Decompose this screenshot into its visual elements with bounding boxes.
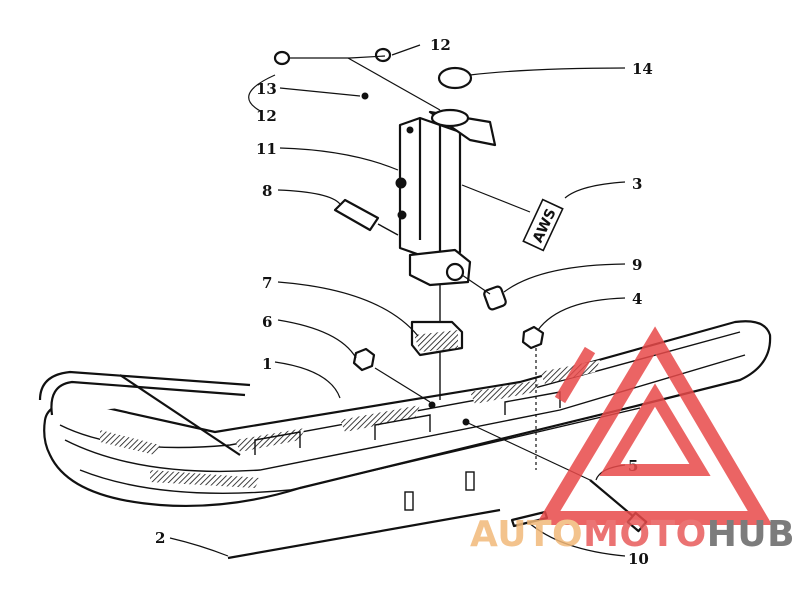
bushing-9 <box>483 285 507 311</box>
leader-3 <box>564 181 626 199</box>
leader-12b <box>248 74 276 113</box>
callout-12-top: 12 <box>430 36 451 54</box>
pivot-pin-axis <box>377 223 399 236</box>
knuckle-bore <box>445 262 465 282</box>
aws-decal: AWS <box>522 198 564 252</box>
triangle-outer <box>535 326 773 525</box>
ski <box>38 320 772 511</box>
wear-bar <box>227 508 501 560</box>
leader-7 <box>277 281 419 337</box>
spindle-housing <box>395 108 497 400</box>
callout-10: 10 <box>628 550 649 568</box>
leader-12-top <box>290 55 386 59</box>
callout-13: 13 <box>256 80 277 98</box>
ski-hatch-3 <box>470 380 540 404</box>
leader-2 <box>169 537 229 557</box>
watermark-auto: AUTO <box>470 514 583 555</box>
leader-11 <box>279 147 399 171</box>
ski-hatch-2 <box>340 405 420 432</box>
leader-3-housing <box>461 184 531 213</box>
housing-hole-low <box>397 210 407 220</box>
watermark-logo: AUTOMOTOHUB <box>470 326 795 555</box>
housing-body <box>398 116 462 264</box>
callout-7: 7 <box>262 274 272 292</box>
housing-hole-top <box>406 126 414 134</box>
watermark-hub: HUB <box>707 514 795 555</box>
callout-6: 6 <box>262 313 272 331</box>
leader-6-ski <box>374 367 431 403</box>
ski-stud-2 <box>465 471 475 491</box>
leader-1 <box>274 361 341 399</box>
ski-stud-1 <box>404 491 414 511</box>
ski-saddle-1 <box>254 431 301 455</box>
ski-hatch-5 <box>100 430 160 455</box>
leader-14 <box>469 67 626 76</box>
leader-10 <box>527 521 626 557</box>
housing-cap-ring <box>430 108 470 128</box>
ski-loop-strut <box>119 374 241 456</box>
pivot-pin <box>333 198 380 232</box>
callout-11: 11 <box>256 140 277 158</box>
ski-bottom-edge <box>79 407 641 494</box>
leader-4 <box>537 297 626 331</box>
callout-4: 4 <box>632 290 642 308</box>
callout-14: 14 <box>632 60 653 78</box>
cap-plug <box>437 66 473 90</box>
grease-fitting <box>361 92 369 100</box>
ski-hole-1 <box>428 401 436 409</box>
callout-9: 9 <box>632 256 642 274</box>
callout-2: 2 <box>155 529 165 547</box>
housing-hole-mid <box>395 177 407 189</box>
nut-6 <box>352 347 376 372</box>
damper-block <box>410 320 464 357</box>
watermark-triangle <box>535 326 773 525</box>
leader-12-shared <box>347 57 441 111</box>
leader-9 <box>503 263 626 293</box>
callout-3: 3 <box>632 175 642 193</box>
ski-loop <box>38 370 251 416</box>
watermark-text: AUTOMOTOHUB <box>470 514 795 555</box>
triangle-inner <box>554 346 711 476</box>
nut-4 <box>521 325 545 350</box>
leader-12a <box>391 44 421 56</box>
leader-8 <box>277 189 341 205</box>
callout-1: 1 <box>262 355 272 373</box>
housing-edges <box>418 118 442 262</box>
bushing-12-left <box>273 50 291 66</box>
leader-lines <box>169 44 626 557</box>
watermark-moto: MOTO <box>583 514 707 555</box>
ski-saddle-2 <box>374 414 431 440</box>
leader-13 <box>279 87 361 97</box>
leader-9-knuckle <box>461 274 491 295</box>
callout-12-left: 12 <box>256 107 277 125</box>
callout-8: 8 <box>262 182 272 200</box>
bushing-12-right <box>374 47 392 63</box>
ski-hatch-6 <box>150 470 260 488</box>
leader-6 <box>277 319 357 359</box>
ski-mid-rail <box>64 354 746 473</box>
callout-labels: 12 13 12 11 8 14 3 9 7 4 6 1 5 2 10 <box>155 36 653 568</box>
